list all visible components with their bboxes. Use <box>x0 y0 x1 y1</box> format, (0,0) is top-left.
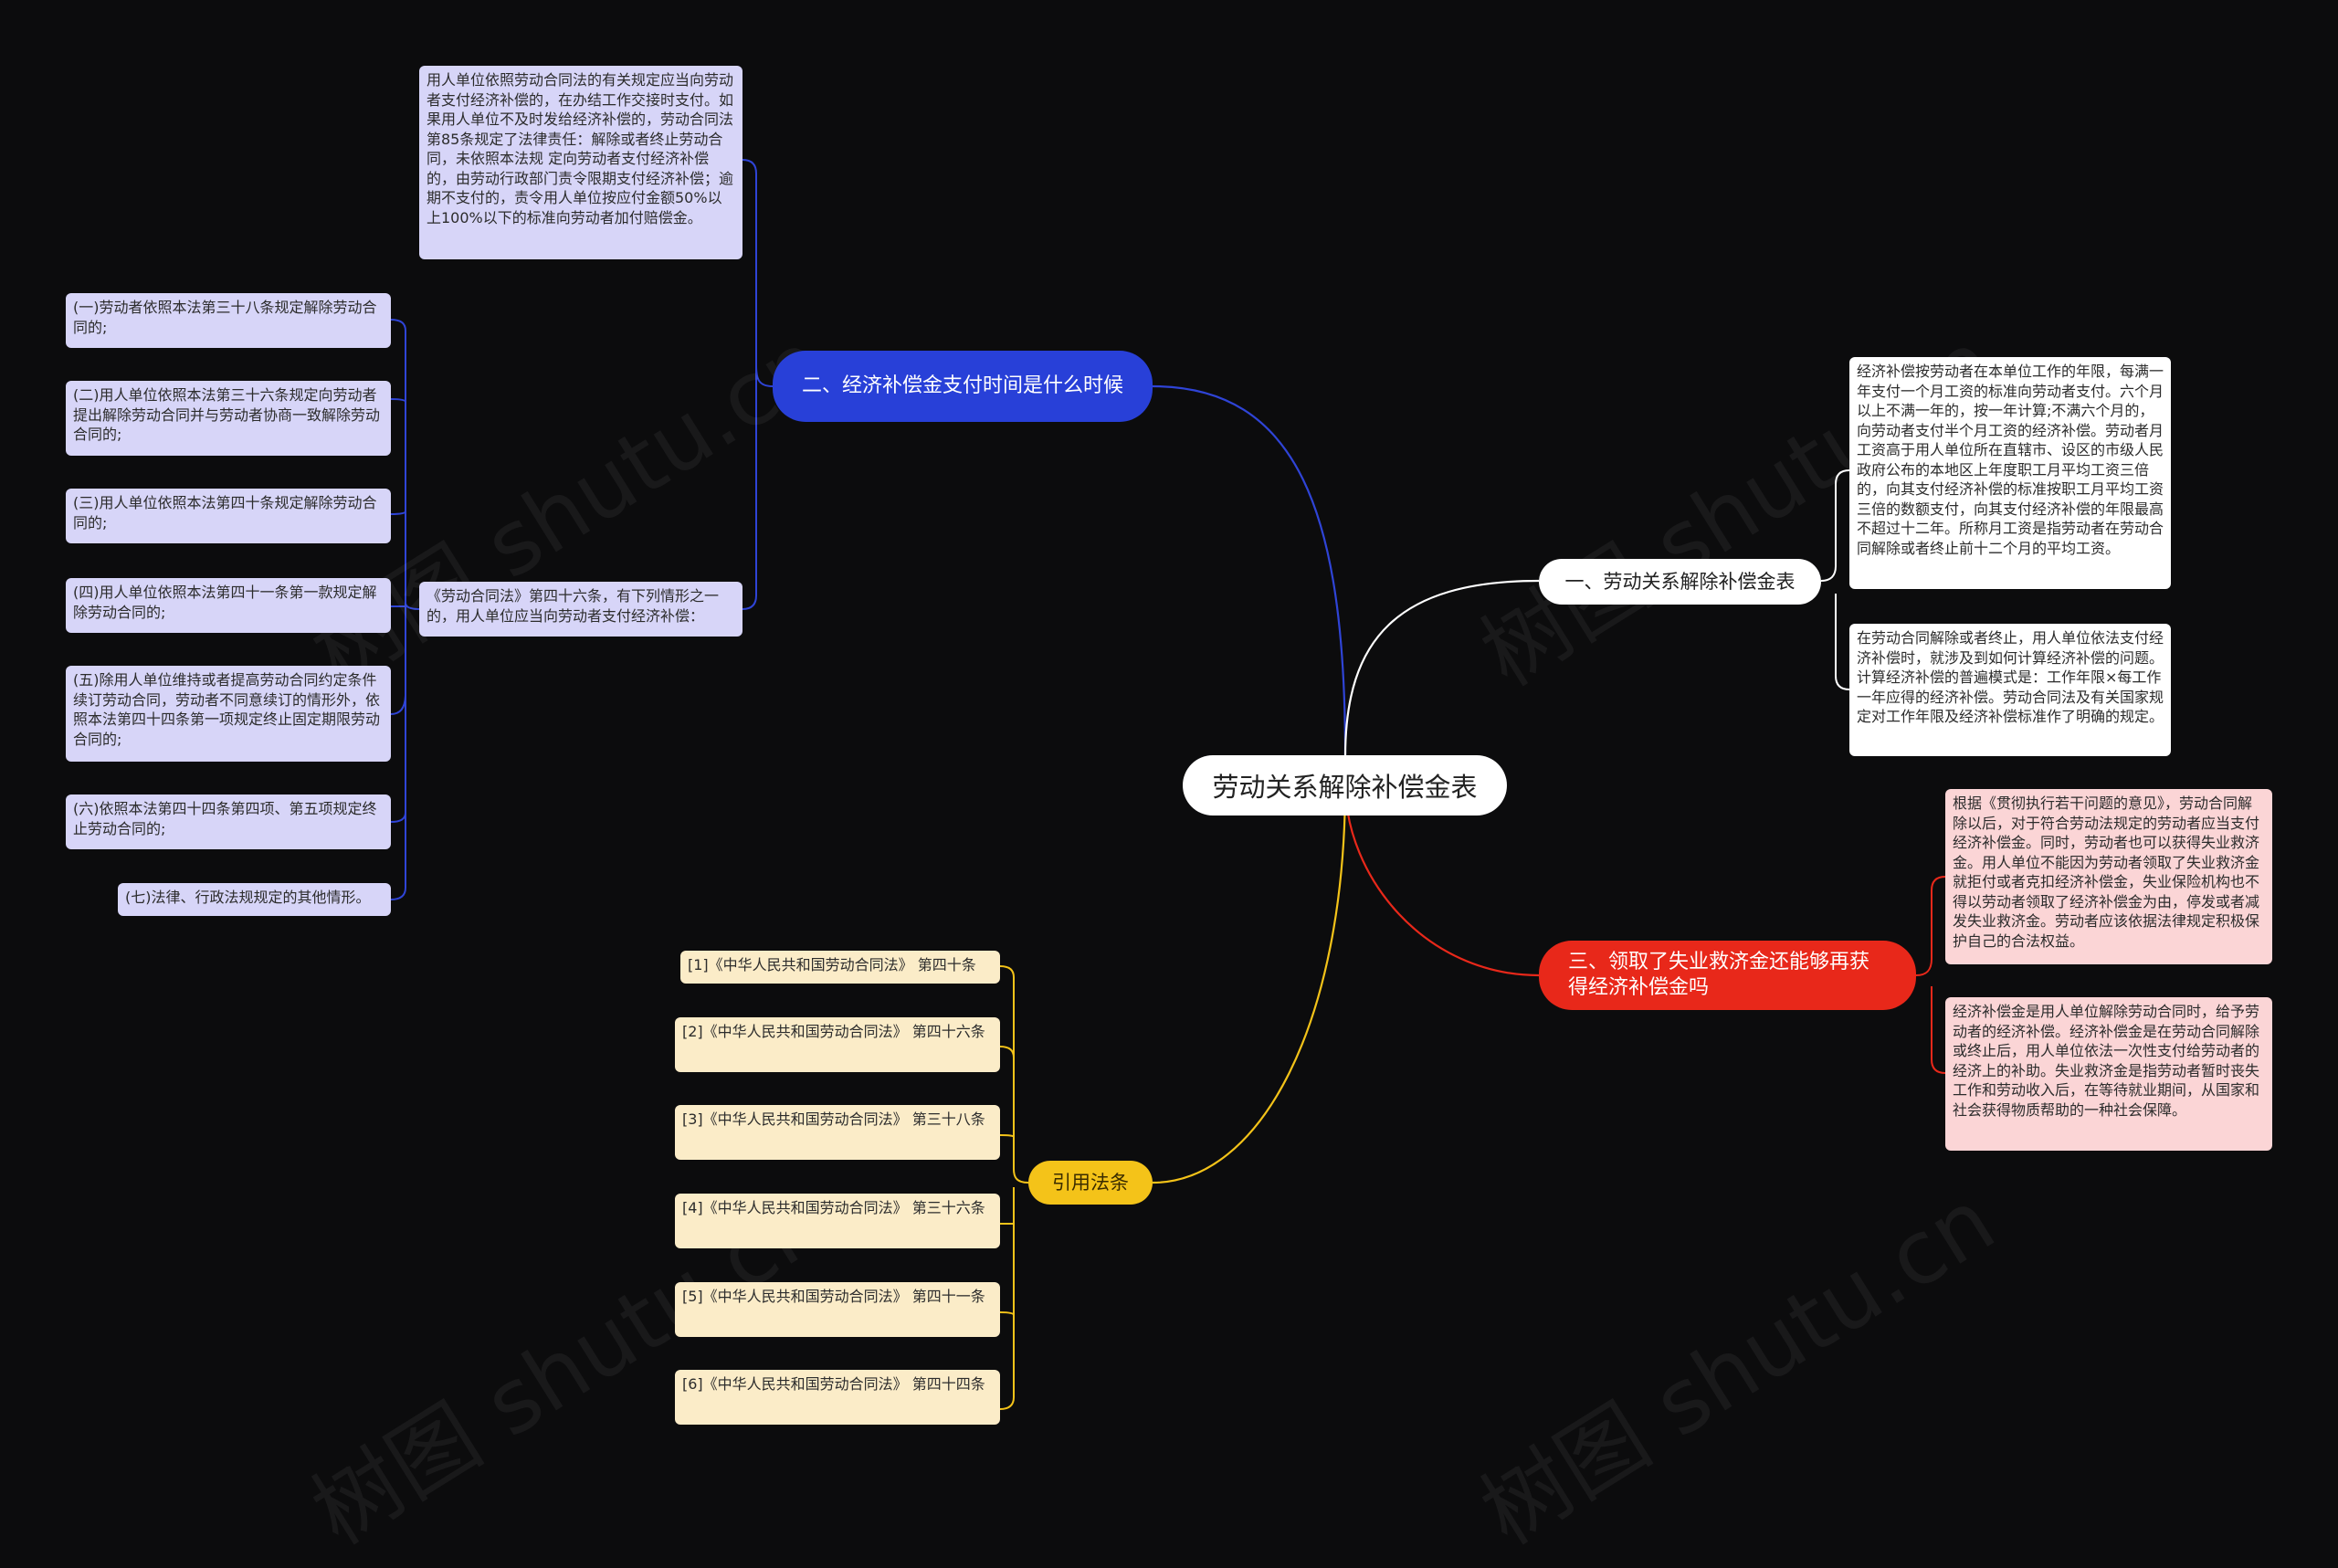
branch2-leaf-2[interactable]: 《劳动合同法》第四十六条，有下列情形之一的，用人单位应当向劳动者支付经济补偿： <box>419 582 742 637</box>
root-topic[interactable]: 劳动关系解除补偿金表 <box>1183 755 1507 816</box>
link-root-branch3 <box>1343 783 1540 977</box>
link-subitems <box>390 319 420 900</box>
link-branch4-leaves <box>999 965 1029 1410</box>
citation-2[interactable]: [2]《中华人民共和国劳动合同法》 第四十六条 <box>675 1017 1000 1072</box>
branch3-leaf-1[interactable]: 根据《贯彻执行若干问题的意见》，劳动合同解除以后，对于符合劳动法规定的劳动者应当… <box>1945 789 2272 964</box>
link-root-branch4 <box>1152 783 1347 1184</box>
branch-3-topic[interactable]: 三、领取了失业救济金还能够再获得经济补偿金吗 <box>1539 941 1916 1010</box>
branch2-subitem-3[interactable]: (三)用人单位依照本法第四十条规定解除劳动合同的; <box>66 489 391 543</box>
citation-3[interactable]: [3]《中华人民共和国劳动合同法》 第三十八条 <box>675 1105 1000 1160</box>
citation-4[interactable]: [4]《中华人民共和国劳动合同法》 第三十六条 <box>675 1194 1000 1248</box>
citation-6[interactable]: [6]《中华人民共和国劳动合同法》 第四十四条 <box>675 1370 1000 1425</box>
link-branch1-leaves <box>1820 469 1850 690</box>
branch2-subitem-4[interactable]: (四)用人单位依照本法第四十一条第一款规定解除劳动合同的; <box>66 578 391 633</box>
branch2-subitem-2[interactable]: (二)用人单位依照本法第三十六条规定向劳动者提出解除劳动合同并与劳动者协商一致解… <box>66 381 391 456</box>
branch-4-topic[interactable]: 引用法条 <box>1028 1161 1153 1205</box>
branch3-leaf-2[interactable]: 经济补偿金是用人单位解除劳动合同时，给予劳动者的经济补偿。经济补偿金是在劳动合同… <box>1945 997 2272 1151</box>
link-root-branch1 <box>1343 579 1540 757</box>
branch-2-topic[interactable]: 二、经济补偿金支付时间是什么时候 <box>773 351 1153 422</box>
link-root-branch2 <box>1152 384 1347 757</box>
citation-1[interactable]: [1]《中华人民共和国劳动合同法》 第四十条 <box>680 951 1000 984</box>
branch2-subitem-7[interactable]: (七)法律、行政法规规定的其他情形。 <box>118 883 391 916</box>
branch2-subitem-6[interactable]: (六)依照本法第四十四条第四项、第五项规定终止劳动合同的; <box>66 795 391 849</box>
branch1-leaf-1[interactable]: 经济补偿按劳动者在本单位工作的年限，每满一年支付一个月工资的标准向劳动者支付。六… <box>1849 357 2171 589</box>
branch2-leaf-1[interactable]: 用人单位依照劳动合同法的有关规定应当向劳动者支付经济补偿的，在办结工作交接时支付… <box>419 66 742 259</box>
link-branch3-leaves <box>1915 876 1946 1074</box>
citation-5[interactable]: [5]《中华人民共和国劳动合同法》 第四十一条 <box>675 1282 1000 1337</box>
link-branch2-leaves <box>742 159 774 610</box>
branch2-subitem-1[interactable]: (一)劳动者依照本法第三十八条规定解除劳动合同的; <box>66 293 391 348</box>
branch-1-topic[interactable]: 一、劳动关系解除补偿金表 <box>1539 559 1821 605</box>
branch1-leaf-2[interactable]: 在劳动合同解除或者终止，用人单位依法支付经济补偿时，就涉及到如何计算经济补偿的问… <box>1849 624 2171 756</box>
connector-lines <box>390 159 1946 1410</box>
branch2-subitem-5[interactable]: (五)除用人单位维持或者提高劳动合同约定条件续订劳动合同，劳动者不同意续订的情形… <box>66 666 391 762</box>
